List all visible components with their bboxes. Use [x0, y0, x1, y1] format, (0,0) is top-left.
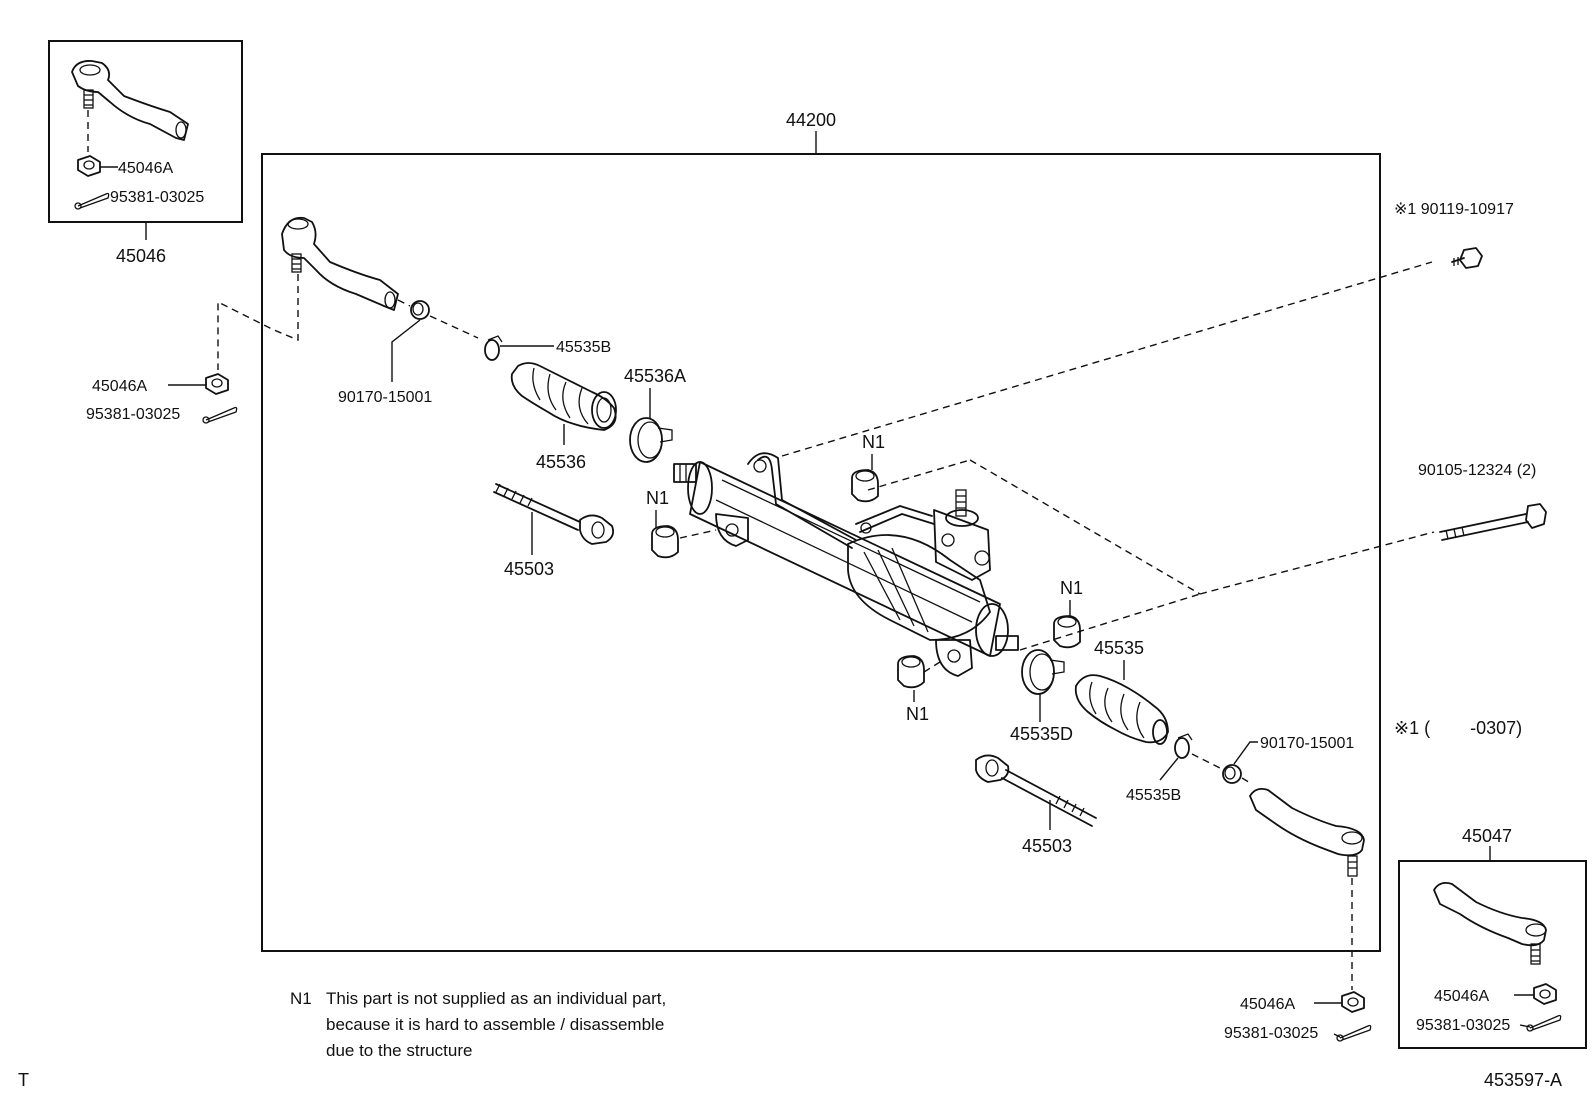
label-bolt-top: ※1 90119-10917: [1394, 201, 1514, 218]
label-45536A: 45536A: [624, 366, 686, 386]
steering-rack-housing: [673, 452, 1019, 677]
left-tie-rod: [493, 483, 615, 545]
label-45535D: 45535D: [1010, 724, 1073, 744]
right-tie-rod: [975, 754, 1097, 827]
note-line-1: This part is not supplied as an individu…: [326, 989, 666, 1008]
left-cotter-pin: [202, 406, 238, 424]
bolt-top: [1451, 247, 1483, 269]
right-boot: [1074, 674, 1169, 745]
label-bolt-middle: 90105-12324 (2): [1418, 462, 1536, 479]
label-n1-c: N1: [1060, 578, 1083, 598]
label-right-inset-45046A: 45046A: [1434, 988, 1489, 1005]
main-assembly-frame: [261, 153, 1381, 952]
left-tie-rod-end: [281, 216, 399, 311]
label-left-45046A: 45046A: [92, 378, 147, 395]
label-left-45535B: 45535B: [556, 339, 611, 356]
right-small-clamp: [1174, 733, 1193, 759]
left-inset-cotter-pin: [74, 192, 110, 210]
label-left-45503: 45503: [504, 559, 554, 579]
corner-label: T: [18, 1070, 29, 1090]
label-n1-b: N1: [646, 488, 669, 508]
right-inset-tie-rod-end: [1433, 881, 1547, 965]
bolt-middle: [1439, 503, 1547, 541]
diagram-id: 453597-A: [1484, 1070, 1562, 1090]
left-bushing: [410, 300, 430, 320]
left-inset-nut: [77, 155, 101, 177]
right-large-clamp: [1021, 649, 1065, 695]
label-right-95381: 95381-03025: [1224, 1025, 1318, 1042]
label-45536: 45536: [536, 452, 586, 472]
label-right-90170: 90170-15001: [1260, 735, 1354, 752]
label-left-95381: 95381-03025: [86, 406, 180, 423]
label-45535: 45535: [1094, 638, 1144, 658]
label-44200: 44200: [786, 110, 836, 130]
left-nut: [205, 373, 229, 395]
label-right-45503: 45503: [1022, 836, 1072, 856]
right-inset-cotter-pin: [1526, 1014, 1562, 1032]
left-large-clamp: [629, 417, 673, 463]
label-left-90170: 90170-15001: [338, 389, 432, 406]
note-key: N1: [290, 989, 312, 1008]
label-45047: 45047: [1462, 826, 1512, 846]
left-boot: [510, 362, 617, 431]
right-nut: [1341, 991, 1365, 1013]
label-right-45046A: 45046A: [1240, 996, 1295, 1013]
n1-bushing-c: [1053, 615, 1081, 649]
n1-bushing-a: [851, 469, 879, 503]
note-line-2: because it is hard to assemble / disasse…: [326, 1015, 664, 1034]
right-bushing: [1222, 764, 1242, 784]
right-inset-frame: [1398, 860, 1587, 1049]
label-n1-a: N1: [862, 432, 885, 452]
n1-bushing-b: [651, 525, 679, 559]
label-45046: 45046: [116, 246, 166, 266]
label-n1-d: N1: [906, 704, 929, 724]
n1-bushing-d: [897, 655, 925, 689]
footnote-1: ※1 ( -0307): [1394, 718, 1522, 738]
label-right-45535B: 45535B: [1126, 787, 1181, 804]
right-tie-rod-end: [1249, 787, 1365, 877]
label-inset-45046A: 45046A: [118, 160, 173, 177]
left-small-clamp: [484, 335, 503, 361]
note-line-3: due to the structure: [326, 1041, 472, 1060]
left-inset-tie-rod-end: [71, 60, 189, 141]
label-right-inset-95381: 95381-03025: [1416, 1017, 1510, 1034]
label-inset-95381: 95381-03025: [110, 189, 204, 206]
right-cotter-pin: [1336, 1024, 1372, 1042]
right-inset-nut: [1533, 983, 1557, 1005]
